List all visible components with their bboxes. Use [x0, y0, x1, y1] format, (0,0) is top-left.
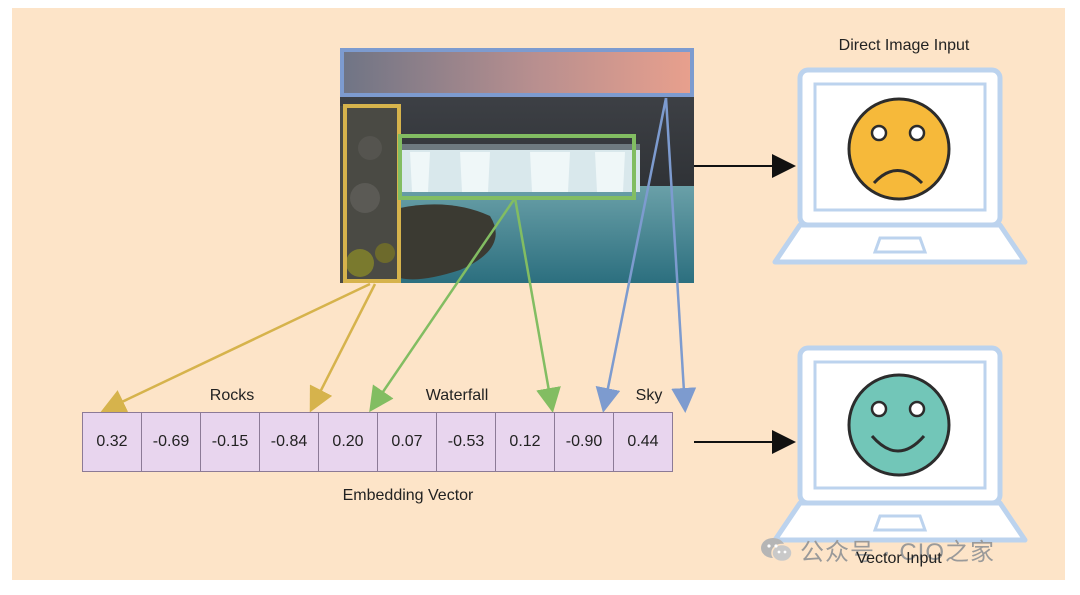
sky-label: Sky — [635, 387, 663, 404]
vector-cell: -0.53 — [436, 412, 496, 472]
sad-face-icon — [847, 97, 951, 201]
watermark: 公众号 · CIO之家 — [760, 532, 995, 567]
vector-cell: 0.44 — [613, 412, 673, 472]
rocks-arrow-left — [100, 282, 371, 413]
waterfall-arrow-right — [513, 197, 561, 413]
embedding-vector-label: Embedding Vector — [342, 487, 474, 504]
rocks-arrow-right — [309, 283, 377, 413]
vector-cell: -0.90 — [554, 412, 614, 472]
vector-cell: -0.84 — [259, 412, 319, 472]
vector-cell: 0.20 — [318, 412, 378, 472]
vector-input-label: Vector Input — [856, 550, 942, 567]
direct-image-input-label: Direct Image Input — [838, 37, 970, 54]
wechat-icon — [761, 537, 793, 562]
waterfall-region-box — [398, 134, 636, 200]
vector-cell: -0.69 — [141, 412, 201, 472]
watermark-text: 公众号 · CIO之家 — [800, 539, 995, 566]
rocks-label: Rocks — [209, 387, 255, 404]
sky-arrow-right — [664, 97, 697, 413]
sky-region-box — [340, 48, 694, 97]
vector-cell: 0.32 — [82, 412, 142, 472]
happy-face-icon — [847, 373, 951, 477]
vector-cell: 0.12 — [495, 412, 555, 472]
vector-cell: 0.07 — [377, 412, 437, 472]
sky-arrow-left — [595, 97, 668, 413]
waterfall-arrow-left — [369, 197, 517, 413]
waterfall-label: Waterfall — [425, 387, 489, 404]
vector-cell: -0.15 — [200, 412, 260, 472]
